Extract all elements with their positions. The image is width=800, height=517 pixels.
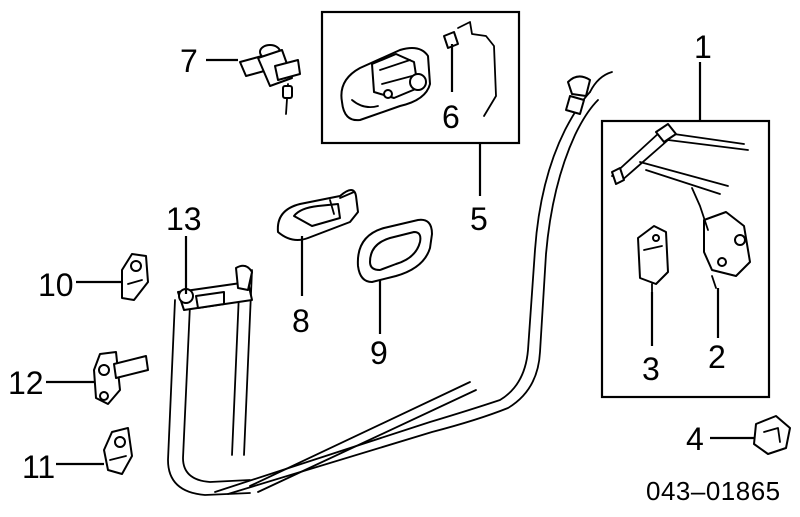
- door-lock-actuator-part: [691, 187, 751, 289]
- callout-7: 7: [180, 43, 198, 79]
- callout-1: 1: [694, 29, 712, 65]
- outer-handle-part: [340, 47, 431, 122]
- door-check-part: [93, 351, 149, 405]
- callout-4: 4: [686, 421, 704, 457]
- callout-3: 3: [642, 351, 660, 387]
- bracket-11-part: [103, 427, 133, 475]
- callout-9: 9: [370, 335, 388, 371]
- callout-13: 13: [166, 201, 202, 237]
- lock-assembly-group-box: [600, 119, 771, 399]
- callout-5: 5: [470, 201, 488, 237]
- callout-12: 12: [8, 365, 44, 401]
- callout-11: 11: [22, 449, 55, 485]
- key-cylinder-part: [239, 44, 301, 115]
- callout-6: 6: [442, 99, 460, 135]
- door-seal-left: [167, 264, 253, 496]
- outer-handle-rod-part: [443, 21, 497, 117]
- leader-lines: [46, 44, 754, 466]
- inner-handle-part: [276, 189, 359, 241]
- bracket-10-part: [121, 253, 149, 301]
- callout-10: 10: [38, 267, 74, 303]
- catalog-code: 043–01865: [646, 476, 781, 506]
- callout-8: 8: [292, 303, 310, 339]
- door-striker-part: [753, 415, 791, 455]
- callout-labels: 1 2 3 4 5 6 7 8 9 10 11 12 13 043–01865: [8, 29, 781, 506]
- outer-handle-group-box: [320, 10, 521, 145]
- lock-motor-part: [637, 225, 669, 297]
- handle-bezel-part: [356, 218, 433, 283]
- door-opening-weatherstrip: [214, 71, 613, 495]
- callout-2: 2: [708, 339, 726, 375]
- lock-rod-set-part: [611, 123, 749, 195]
